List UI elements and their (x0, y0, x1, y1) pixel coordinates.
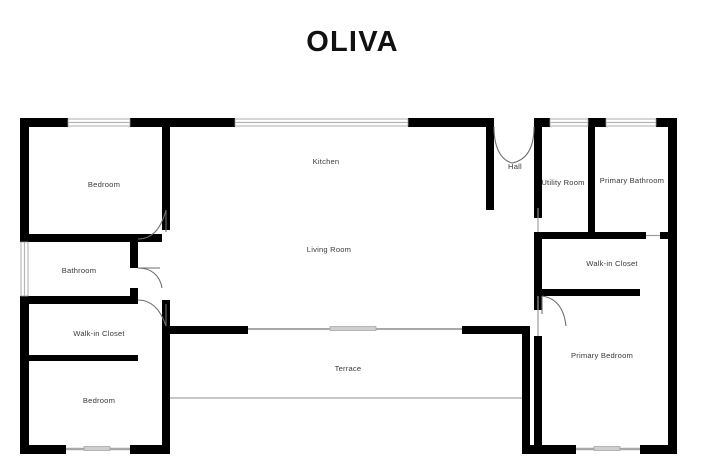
exterior-wall-top-seg-1 (20, 118, 68, 127)
exterior-wall-bottom-left-a (20, 445, 66, 454)
exterior-wall-top-seg-2 (130, 118, 235, 127)
interior-wall-closet2-south (534, 289, 640, 296)
exterior-wall-top-seg-5 (588, 118, 606, 127)
interior-wall-bathroom-east (130, 238, 138, 268)
room-label-bathroom: Bathroom (62, 266, 97, 275)
exterior-wall-right (668, 118, 677, 454)
exterior-wall-top-seg-3 (408, 118, 486, 127)
interior-wall-leftwing-east-lower (162, 322, 170, 454)
interior-wall-bathroom-east-2 (130, 288, 138, 300)
window-utility-top (549, 118, 589, 127)
door-bathroom (137, 267, 163, 289)
terrace-wall-east (522, 326, 530, 454)
windows-layer (20, 118, 660, 451)
door-bedroom-1 (137, 209, 167, 240)
door-hall-right (511, 126, 535, 164)
exterior-wall-bottom-right-b (640, 445, 677, 454)
exterior-wall-bottom-right-a (530, 445, 576, 454)
window-terrace-sliding (248, 326, 462, 331)
exterior-wall-bottom-left-b (130, 445, 170, 454)
room-labels-layer: Bedroom Bathroom Walk-in Closet Bedroom … (62, 157, 664, 405)
door-closet-left (137, 299, 167, 327)
interior-wall-rightwing-west-bottom (534, 336, 542, 454)
terrace-wall-north-right (462, 326, 530, 334)
room-label-walk-in-closet-1: Walk-in Closet (73, 329, 125, 338)
window-kitchen-top-left (234, 118, 409, 127)
door-primary-bedroom (541, 295, 567, 327)
room-label-bedroom-1: Bedroom (88, 180, 120, 189)
interior-wall-left-vertical-upper (162, 118, 170, 230)
room-label-bedroom-2: Bedroom (83, 396, 115, 405)
room-label-kitchen: Kitchen (313, 157, 340, 166)
exterior-wall-left-upper (20, 118, 29, 242)
room-label-primary-bedroom: Primary Bedroom (571, 351, 633, 360)
room-label-utility-room: Utility Room (541, 178, 584, 187)
interior-wall-closet-south (20, 355, 138, 361)
room-label-hall: Hall (508, 162, 522, 171)
interior-wall-rightwing-mid-south-2 (660, 232, 677, 239)
window-primary-bathroom-top (605, 118, 657, 127)
exterior-wall-left-lower (20, 296, 29, 454)
room-label-primary-bathroom: Primary Bathroom (600, 176, 664, 185)
walls-layer (20, 118, 677, 454)
interior-wall-bedroom-south (20, 234, 162, 242)
interior-wall-rightwing-west-upper (534, 239, 542, 295)
door-hall-left (493, 126, 513, 164)
room-label-terrace: Terrace (335, 364, 362, 373)
doors-layer (137, 126, 567, 327)
interior-wall-utility-west (534, 118, 542, 218)
interior-wall-bathroom-south (20, 296, 138, 304)
exterior-wall-top-seg-6 (656, 118, 677, 127)
page-title: OLIVA (306, 26, 399, 58)
window-bathroom-left (20, 241, 29, 297)
room-label-living-room: Living Room (307, 245, 351, 254)
interior-wall-rightwing-mid-south (534, 232, 646, 239)
interior-wall-utility-east (588, 118, 595, 236)
interior-wall-hall-west (486, 118, 494, 210)
room-label-walk-in-closet-2: Walk-in Closet (586, 259, 638, 268)
window-bedroom2-bottom (66, 446, 130, 451)
window-primary-bedroom-bottom (576, 446, 640, 451)
terrace-wall-north-left (170, 326, 248, 334)
window-bedroom-top (67, 118, 131, 127)
